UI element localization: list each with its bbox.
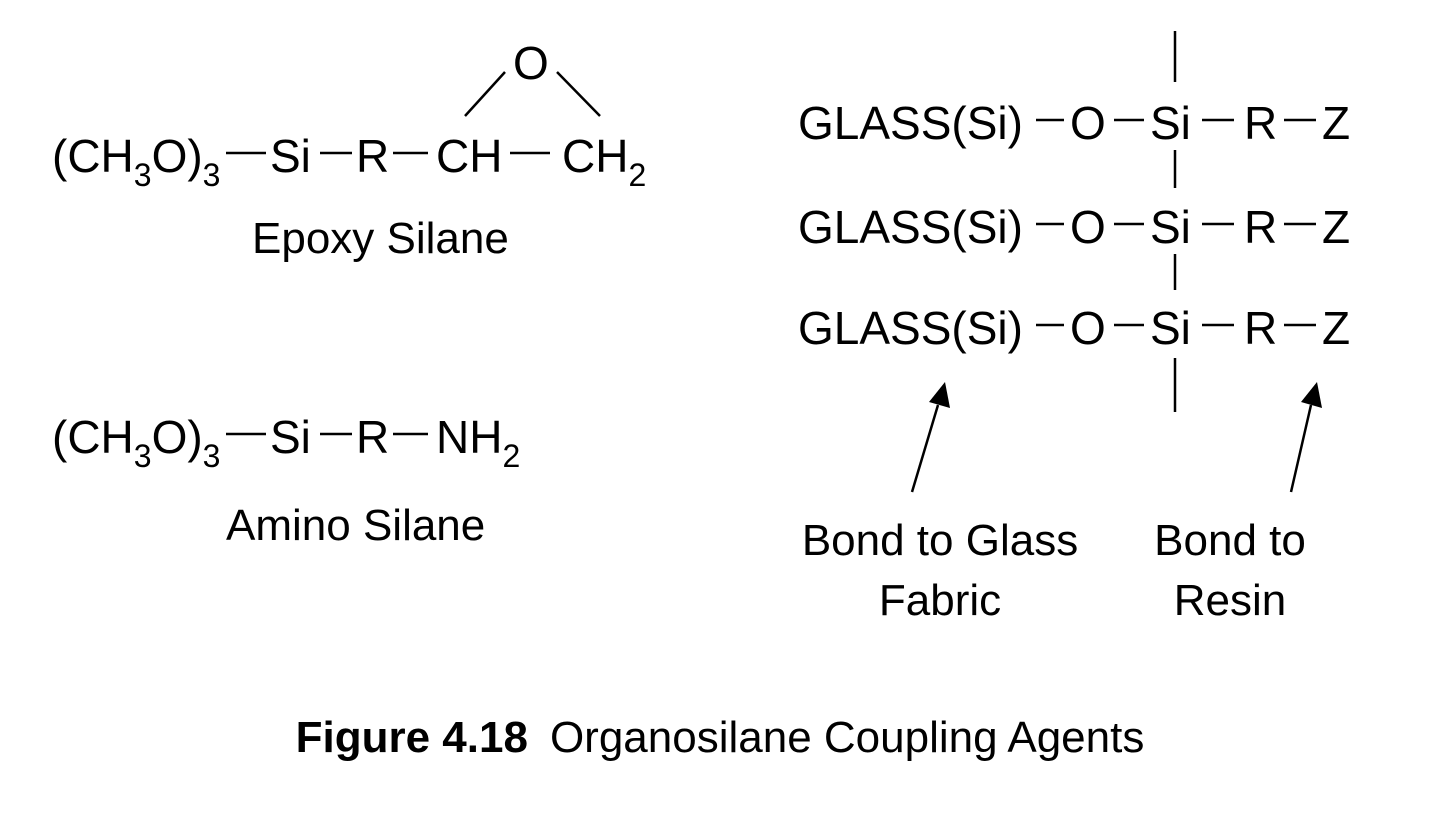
arrow-resin-head	[1301, 382, 1322, 408]
silicon: Si	[1150, 302, 1191, 354]
subscript: 3	[202, 157, 221, 193]
oxygen: O	[1070, 201, 1106, 253]
subscript: 3	[202, 438, 221, 474]
methoxy-group-close: O)	[151, 411, 203, 463]
epoxy-ring-left	[464, 71, 506, 117]
amino-silane-formula: (CH3O)3	[52, 411, 220, 472]
glass-si: GLASS(Si)	[798, 97, 1023, 149]
epoxy-ring-right	[556, 71, 601, 117]
z-group: Z	[1322, 302, 1351, 354]
bond-to-resin-annotation: Bond to Resin	[1130, 511, 1330, 631]
epoxy-ch2: CH2	[562, 130, 646, 191]
arrow-resin-shaft	[1289, 404, 1313, 493]
subscript: 2	[628, 157, 647, 193]
arrow-glass-shaft	[910, 404, 940, 493]
r-group: R	[1244, 302, 1278, 354]
annotation-line: Resin	[1173, 576, 1287, 625]
silicon: Si	[1150, 201, 1191, 253]
nh2-text: NH	[436, 411, 503, 463]
figure-caption: Figure 4.18 Organosilane Coupling Agents	[0, 716, 1440, 760]
subscript: 2	[502, 438, 521, 474]
subscript: 3	[133, 438, 152, 474]
amino-r: R	[356, 411, 390, 463]
annotation-line: Bond to	[1154, 516, 1306, 565]
methoxy-group: (CH	[52, 130, 134, 182]
arrow-glass-head	[929, 382, 950, 408]
amino-si: Si	[270, 411, 311, 463]
oxygen: O	[1070, 302, 1106, 354]
r-group: R	[1244, 97, 1278, 149]
subscript: 3	[133, 157, 152, 193]
epoxide-oxygen: O	[513, 37, 549, 89]
glass-si: GLASS(Si)	[798, 302, 1023, 354]
silicon: Si	[1150, 97, 1191, 149]
epoxy-ch: CH	[436, 130, 503, 182]
epoxy-silane-label: Epoxy Silane	[252, 214, 509, 263]
methoxy-group: (CH	[52, 411, 134, 463]
figure-number: Figure 4.18	[295, 713, 528, 762]
figure-title: Organosilane Coupling Agents	[549, 713, 1145, 762]
epoxy-r: R	[356, 130, 390, 182]
ch2-text: CH	[562, 130, 629, 182]
amino-silane-label: Amino Silane	[226, 501, 486, 550]
epoxy-si: Si	[270, 130, 311, 182]
z-group: Z	[1322, 201, 1351, 253]
r-group: R	[1244, 201, 1278, 253]
glass-si: GLASS(Si)	[798, 201, 1023, 253]
annotation-line: Bond to Glass	[801, 516, 1079, 565]
methoxy-group-close: O)	[151, 130, 203, 182]
z-group: Z	[1322, 97, 1351, 149]
amino-nh2: NH2	[436, 411, 520, 472]
bond-to-glass-annotation: Bond to Glass Fabric	[790, 511, 1090, 631]
annotation-line: Fabric	[878, 576, 1002, 625]
oxygen: O	[1070, 97, 1106, 149]
epoxy-silane-formula: (CH3O)3	[52, 130, 220, 191]
